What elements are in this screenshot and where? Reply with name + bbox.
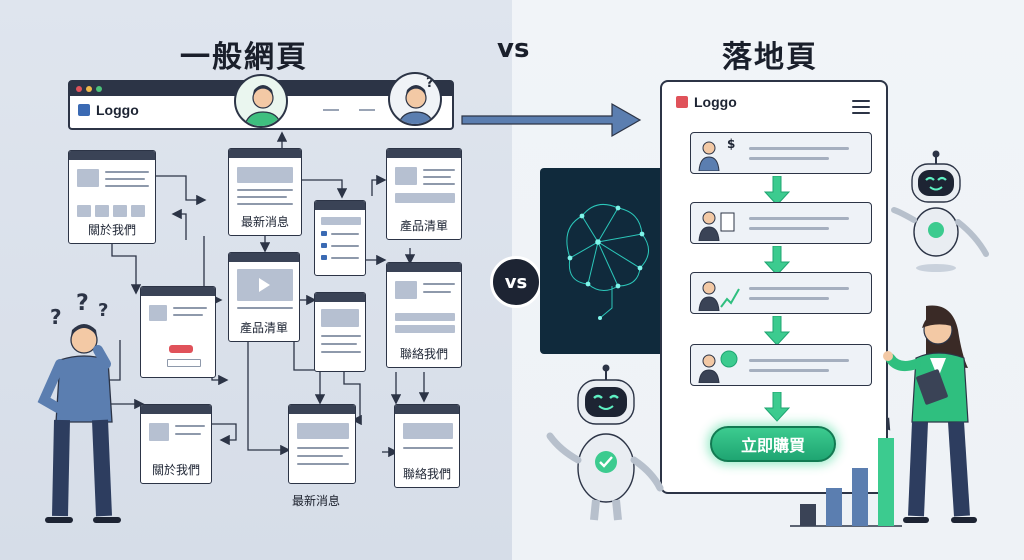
general-website-title: 一般網頁 — [180, 40, 308, 75]
logo-square-icon — [78, 104, 90, 116]
browser-logo-text: Loggo — [96, 102, 139, 118]
page-about-top: 關於我們 — [68, 150, 156, 244]
funnel-step-offer: $ — [690, 132, 872, 174]
green-down-arrow-icon — [764, 316, 790, 346]
page-label: 產品清單 — [239, 321, 288, 335]
versus-title: vs — [497, 34, 530, 64]
person-growth-chart-icon — [698, 281, 740, 311]
page-about-bottom: 關於我們 — [140, 404, 212, 484]
user-avatar-confused: ? — [388, 72, 442, 126]
hamburger-menu-icon[interactable] — [852, 100, 870, 118]
confused-person-icon — [398, 85, 434, 124]
person-icon — [244, 85, 282, 126]
page-news-top: 最新消息 — [228, 148, 302, 236]
page-products-mid: 產品清單 — [228, 252, 300, 342]
nav-line — [322, 109, 339, 111]
brain-icon — [566, 203, 649, 320]
ai-brain-panel — [540, 168, 664, 354]
dollar-icon: $ — [727, 137, 736, 151]
green-down-arrow-icon — [764, 246, 790, 276]
page-article — [314, 292, 366, 372]
landing-page-title: 落地頁 — [722, 40, 818, 75]
svg-text:?: ? — [98, 300, 108, 321]
svg-text:?: ? — [50, 305, 62, 329]
question-mark-icon: ? — [426, 76, 434, 91]
logo-square-icon — [676, 96, 688, 108]
minimize-dot-icon — [86, 86, 92, 92]
page-products-top: 產品清單 — [386, 148, 462, 240]
woman-with-tablet-icon — [883, 305, 977, 523]
landing-logo-text: Loggo — [694, 94, 737, 110]
maximize-dot-icon — [96, 86, 102, 92]
funnel-step-pay — [690, 344, 872, 386]
page-contact-bottom: 聯絡我們 — [394, 404, 460, 488]
buy-now-button[interactable]: 立即購買 — [710, 426, 836, 462]
page-label: 產品清單 — [399, 219, 448, 233]
play-icon — [259, 278, 270, 292]
page-contact-mid: 聯絡我們 — [386, 262, 462, 368]
vs-badge: vs — [490, 256, 542, 308]
page-form — [314, 200, 366, 276]
page-news-bottom — [288, 404, 356, 484]
user-avatar-happy — [234, 74, 288, 128]
page-label: 關於我們 — [151, 463, 200, 477]
close-dot-icon — [76, 86, 82, 92]
page-label: 聯絡我們 — [399, 347, 448, 361]
svg-text:?: ? — [76, 291, 89, 316]
green-down-arrow-icon — [764, 176, 790, 206]
landing-page-mockup: Loggo $ — [660, 80, 888, 494]
funnel-step-growth — [690, 272, 872, 314]
page-news-bottom-label: 最新消息 — [292, 494, 341, 508]
green-down-arrow-icon — [764, 392, 790, 422]
robot-thumbs-up-icon — [546, 364, 664, 521]
robot-waving-icon — [891, 150, 989, 272]
person-money-icon — [698, 350, 738, 383]
nav-line — [358, 109, 375, 111]
page-cta-form — [140, 286, 216, 378]
confused-person-illustration: ? ? ? — [37, 291, 121, 523]
person-presenting-icon — [698, 141, 720, 171]
funnel-step-info — [690, 202, 872, 244]
page-label: 關於我們 — [87, 223, 136, 237]
growth-bar-chart — [790, 438, 902, 527]
page-label: 最新消息 — [240, 215, 289, 229]
person-document-icon — [698, 211, 735, 241]
page-label: 聯絡我們 — [402, 467, 451, 481]
